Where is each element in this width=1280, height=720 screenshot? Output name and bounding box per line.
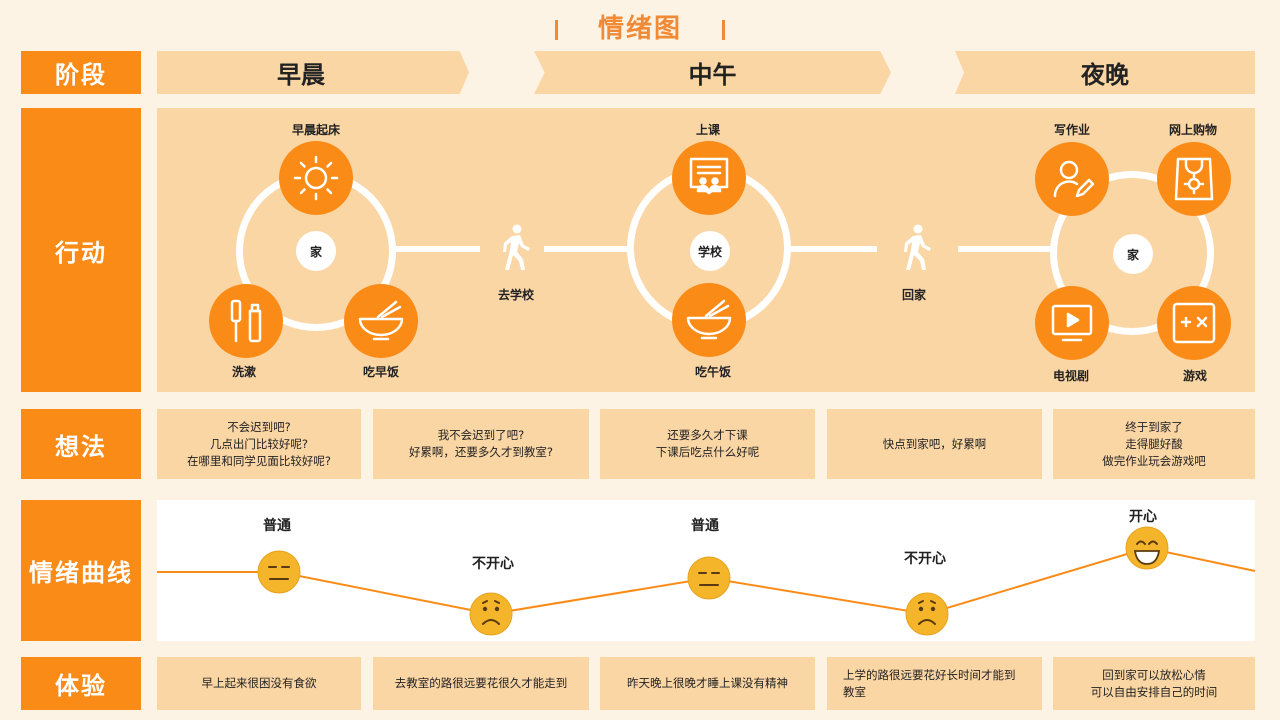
thought-line: 我不会迟到了吧? (437, 428, 525, 442)
label-lunch: 吃午饭 (694, 365, 732, 379)
sun-icon (279, 141, 353, 215)
connector-line (396, 246, 480, 252)
experience-box: 早上起来很困没有食欲 (157, 657, 361, 710)
connector-line (789, 246, 877, 252)
thought-box: 不会迟到吧? 几点出门比较好呢? 在哪里和同学见面比较好呢? (157, 409, 361, 479)
user-edit-icon (1035, 142, 1109, 216)
experience-line: 回到家可以放松心情 (1102, 667, 1206, 682)
evening-ring (1050, 171, 1214, 335)
row-label-stage: 阶段 (21, 51, 141, 94)
connector-line (544, 246, 630, 252)
emotion-label: 开心 (1129, 509, 1157, 525)
label-wash: 洗漱 (231, 365, 257, 379)
label-class: 上课 (695, 123, 721, 137)
experience-line: 上学的路很远要花好长时间才能到 (843, 667, 1016, 682)
experience-line: 教室 (843, 684, 866, 699)
row-label-emotion: 情绪曲线 (21, 500, 141, 641)
label-go-home: 回家 (901, 288, 927, 302)
experience-line: 早上起来很困没有食欲 (201, 676, 317, 690)
label-shopping: 网上购物 (1168, 123, 1218, 137)
thought-line: 还要多久才下课 (667, 428, 748, 442)
stage-evening-label: 夜晚 (1081, 61, 1129, 89)
happy-face-icon (1125, 526, 1169, 570)
stage-morning: 早晨 (157, 51, 469, 94)
hub-home-evening: 家 (1113, 234, 1153, 274)
thought-line: 快点到家吧，好累啊 (882, 436, 987, 451)
thought-box: 还要多久才下课下课后吃点什么好呢 (600, 409, 815, 479)
stage-evening: 夜晚 (955, 51, 1255, 94)
emotion-label: 不开心 (472, 556, 514, 572)
label-homework: 写作业 (1053, 123, 1091, 137)
emotion-label: 普通 (691, 518, 719, 534)
thought-box: 快点到家吧，好累啊 (827, 409, 1042, 479)
experience-box: 昨天晚上很晚才睡上课没有精神 (600, 657, 815, 710)
thought-box: 我不会迟到了吧? 好累啊，还要多久才到教室? (373, 409, 589, 479)
label-breakfast: 吃早饭 (362, 365, 400, 379)
rice-bowl-icon (344, 284, 418, 358)
experience-box: 上学的路很远要花好长时间才能到教室 (827, 657, 1042, 710)
emotion-label: 不开心 (904, 551, 946, 567)
stage-noon-label: 中午 (688, 61, 737, 89)
experience-box: 回到家可以放松心情可以自由安排自己的时间 (1053, 657, 1255, 710)
stage-noon: 中午 (534, 51, 891, 94)
row-label-action: 行动 (21, 108, 141, 392)
label-tv: 电视剧 (1052, 369, 1090, 383)
experience-line: 可以自由安排自己的时间 (1090, 684, 1218, 699)
toothbrush-icon (209, 284, 283, 358)
label-game: 游戏 (1182, 369, 1208, 383)
thought-box: 终于到家了走得腿好酸做完作业玩会游戏吧 (1053, 409, 1255, 479)
thought-line: 好累啊，还要多久才到教室? (408, 445, 554, 459)
game-icon (1157, 286, 1231, 360)
neutral-face-icon (687, 556, 731, 600)
title-bar-left (554, 19, 558, 40)
hub-home: 家 (296, 231, 336, 271)
row-label-experience: 体验 (21, 657, 141, 710)
thought-line: 下课后吃点什么好呢 (655, 445, 760, 459)
stage-morning-label: 早晨 (277, 61, 325, 89)
thought-line: 几点出门比较好呢? (209, 436, 309, 451)
label-go-school: 去学校 (497, 288, 535, 302)
thought-line: 走得腿好酸 (1125, 436, 1183, 451)
experience-line: 昨天晚上很晚才睡上课没有精神 (627, 676, 788, 690)
neutral-face-icon (257, 550, 301, 594)
thought-line: 做完作业玩会游戏吧 (1102, 453, 1206, 468)
shopping-bag-icon (1157, 142, 1231, 216)
classroom-board-icon (672, 141, 746, 215)
experience-box: 去教室的路很远要花很久才能走到 (373, 657, 589, 710)
lunch-bowl-icon (672, 283, 746, 357)
title-bar-right (722, 19, 725, 40)
row-label-thought: 想法 (21, 409, 141, 479)
page-title: 情绪图 (0, 8, 1280, 45)
walking-person-icon (899, 224, 933, 276)
thought-line: 终于到家了 (1125, 419, 1183, 434)
walking-person-icon (498, 224, 532, 276)
thought-line: 不会迟到吧? (227, 419, 291, 434)
tv-icon (1035, 286, 1109, 360)
connector-line (958, 246, 1054, 252)
thought-line: 在哪里和同学见面比较好呢? (186, 453, 332, 468)
title-text: 情绪图 (597, 14, 682, 44)
emotion-label: 普通 (263, 518, 291, 534)
experience-line: 去教室的路很远要花很久才能走到 (394, 676, 568, 690)
hub-school: 学校 (690, 231, 730, 271)
sad-face-icon (469, 592, 513, 636)
label-wake-up: 早晨起床 (291, 123, 341, 137)
sad-face-icon (905, 592, 949, 636)
